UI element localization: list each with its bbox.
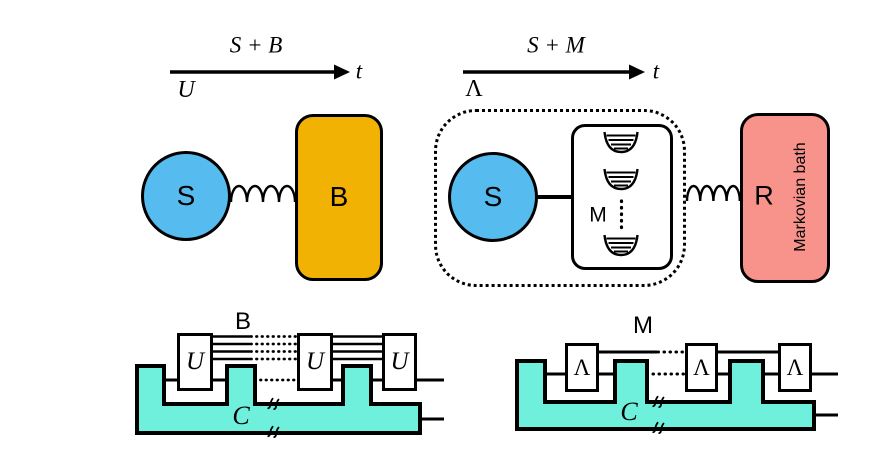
system-node bbox=[141, 151, 231, 241]
gate-box-lambda-3: Λ bbox=[778, 343, 812, 392]
reservoir-caption: Markovian bath bbox=[792, 142, 809, 252]
time-symbol-left: t bbox=[355, 58, 363, 84]
propagator-label-u: U bbox=[177, 77, 195, 103]
circuit-wires-left bbox=[163, 335, 444, 421]
modes-label: M bbox=[589, 203, 607, 227]
system-label: S bbox=[483, 181, 503, 212]
gate-box-u-3: U bbox=[382, 333, 417, 391]
gate-box-u-2: U bbox=[297, 333, 333, 391]
bus-break-icon bbox=[652, 395, 665, 408]
bath-node bbox=[295, 114, 383, 281]
bus-break-icon bbox=[652, 421, 665, 434]
harmonic-well-icon bbox=[603, 168, 639, 191]
markovian-bath-node bbox=[740, 113, 830, 283]
gate-label: Λ bbox=[573, 354, 591, 380]
propagator-label-lambda: Λ bbox=[465, 76, 483, 102]
spring-icon bbox=[685, 184, 741, 202]
timeline-label-right: S + M bbox=[527, 32, 585, 58]
timeline-label-left: S + B bbox=[229, 32, 283, 58]
gate-box-lambda-1: Λ bbox=[565, 343, 599, 392]
gate-label: U bbox=[305, 348, 325, 375]
circuit-title-m: M bbox=[633, 312, 653, 339]
system-label: S bbox=[176, 180, 196, 211]
circuit-wires-right bbox=[545, 350, 838, 417]
time-arrow-icon bbox=[170, 64, 350, 80]
bus-break-icon bbox=[267, 397, 280, 410]
register-label-c: C bbox=[232, 401, 250, 430]
spring-icon bbox=[229, 184, 297, 203]
time-arrow-icon bbox=[463, 64, 645, 80]
gate-label: Λ bbox=[693, 354, 710, 380]
harmonic-well-icon bbox=[603, 131, 639, 154]
gate-label: U bbox=[390, 348, 409, 375]
dilated-system-boundary bbox=[434, 109, 686, 287]
register-label-c: C bbox=[620, 397, 638, 426]
gate-box-u-1: U bbox=[177, 333, 213, 391]
gate-label: U bbox=[185, 348, 205, 375]
reservoir-label: R bbox=[754, 180, 774, 211]
harmonic-well-icon bbox=[603, 234, 639, 257]
bus-break-icon bbox=[267, 425, 280, 438]
bath-label: B bbox=[329, 181, 349, 212]
gate-label: Λ bbox=[786, 354, 804, 380]
circuit-title-b: B bbox=[234, 308, 252, 335]
system-node bbox=[448, 152, 538, 242]
time-symbol-right: t bbox=[652, 58, 660, 84]
gate-box-lambda-2: Λ bbox=[685, 343, 718, 392]
